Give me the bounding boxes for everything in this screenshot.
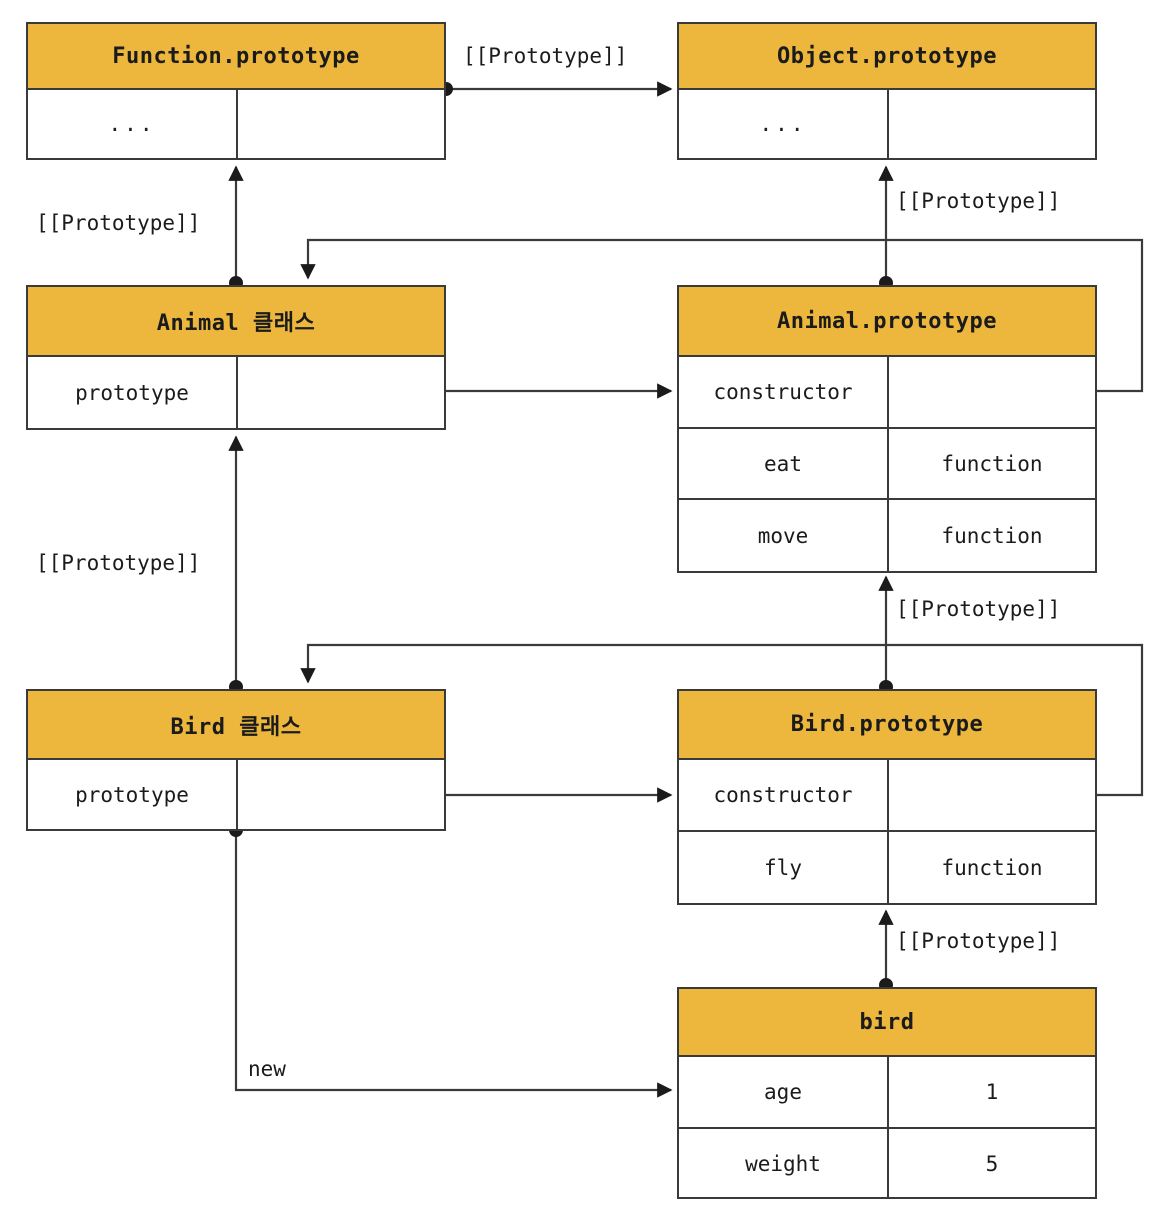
cell-value [889, 90, 1095, 158]
edge-label-bird-instance-to-bird-prototype: [[Prototype]] [896, 929, 1061, 953]
node-animal-class: Animal 클래스 prototype [26, 285, 446, 430]
node-function-prototype: Function.prototype ... [26, 22, 446, 160]
table-row: constructor [679, 357, 1095, 429]
node-header-bird-class: Bird 클래스 [28, 691, 444, 760]
cell-value: 5 [985, 1152, 999, 1176]
edge-label-animal-prototype-to-object-prototype: [[Prototype]] [896, 189, 1061, 213]
cell-value: function [941, 855, 1043, 880]
cell-key: prototype [28, 357, 238, 428]
table-row: eat function [679, 429, 1095, 500]
cell-key: constructor [679, 760, 889, 830]
table-row: prototype [28, 760, 444, 829]
table-row: constructor [679, 760, 1095, 832]
node-object-prototype: Object.prototype ... [677, 22, 1097, 160]
edge-label-bird-class-to-animal-class: [[Prototype]] [36, 551, 201, 575]
node-header-animal-class: Animal 클래스 [28, 287, 444, 357]
edge-label-animal-class-to-function-prototype: [[Prototype]] [36, 211, 201, 235]
table-row: ... [28, 90, 444, 158]
cell-value [238, 357, 444, 428]
table-row: weight 5 [679, 1129, 1095, 1199]
cell-key: eat [679, 429, 889, 498]
cell-key: fly [679, 832, 889, 903]
cell-key: prototype [28, 760, 238, 829]
node-animal-prototype: Animal.prototype constructor eat functio… [677, 285, 1097, 573]
cell-key: move [679, 500, 889, 571]
node-bird-class: Bird 클래스 prototype [26, 689, 446, 831]
node-header-function-prototype: Function.prototype [28, 24, 444, 90]
table-row: prototype [28, 357, 444, 428]
node-bird-instance: bird age 1 weight 5 [677, 987, 1097, 1199]
node-header-object-prototype: Object.prototype [679, 24, 1095, 90]
node-header-bird-prototype: Bird.prototype [679, 691, 1095, 760]
node-bird-prototype: Bird.prototype constructor fly function [677, 689, 1097, 905]
cell-key: weight [679, 1129, 889, 1199]
node-header-animal-prototype: Animal.prototype [679, 287, 1095, 357]
edge-label-new: new [248, 1057, 286, 1081]
cell-value: function [941, 451, 1043, 476]
cell-value: 1 [985, 1080, 999, 1104]
table-row: fly function [679, 832, 1095, 903]
node-header-bird-instance: bird [679, 989, 1095, 1057]
cell-key: age [679, 1057, 889, 1127]
cell-value [889, 760, 1095, 830]
cell-value: function [941, 523, 1043, 548]
cell-key: ... [28, 90, 238, 158]
cell-value [238, 90, 444, 158]
table-row: ... [679, 90, 1095, 158]
edge-label-bird-prototype-to-animal-prototype: [[Prototype]] [896, 597, 1061, 621]
table-row: move function [679, 500, 1095, 571]
table-row: age 1 [679, 1057, 1095, 1129]
cell-value [238, 760, 444, 829]
cell-value [889, 357, 1095, 427]
cell-key: ... [679, 90, 889, 158]
edge-label-function-to-object: [[Prototype]] [463, 44, 628, 68]
wire-new-instance [234, 830, 673, 1098]
cell-key: constructor [679, 357, 889, 427]
